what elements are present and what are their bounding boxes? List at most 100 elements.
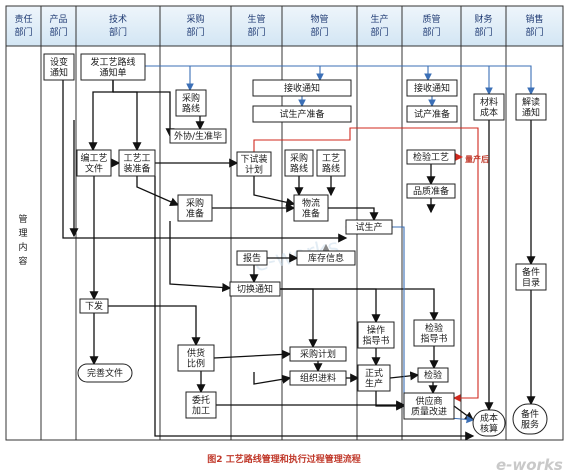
connector — [136, 176, 180, 207]
node-complete-docs: 完善文件 — [77, 363, 133, 383]
node-label: 工艺工 — [123, 153, 150, 164]
connector — [375, 391, 406, 411]
row-label-char: 理 — [18, 228, 27, 239]
connector — [108, 305, 201, 347]
node-label: 试产准备 — [414, 108, 450, 120]
node-inventory-info: 库存信息 — [296, 250, 356, 266]
node-label: 核算 — [480, 422, 498, 434]
node-trial-prep-q: 试产准备 — [406, 105, 458, 123]
node-label: 解读 — [522, 96, 540, 108]
lane-header-prod: 产品 — [49, 13, 67, 25]
node-receive-notice: 接收通知 — [252, 79, 352, 97]
node-label: 备件 — [522, 266, 540, 278]
lane-header-finance: 部门 — [474, 26, 492, 38]
lane-header-quality: 质管 — [422, 13, 440, 25]
node-process-route: 工艺路线 — [316, 149, 346, 177]
node-label: 成本 — [480, 412, 498, 424]
node-label: 比例 — [187, 357, 205, 369]
node-label: 完善文件 — [87, 367, 123, 379]
lane-header-prodmgr: 部门 — [247, 26, 265, 38]
node-label: 采购 — [186, 197, 204, 209]
node-trial-production: 试生产 — [345, 219, 393, 235]
node-label: 采购计划 — [300, 348, 336, 360]
lane-header-sales: 销售 — [525, 13, 543, 25]
node-label: 操作 — [367, 324, 385, 336]
row-label-char: 内 — [18, 241, 27, 253]
node-label: 下发 — [85, 300, 103, 312]
node-label: 量产后 — [465, 154, 489, 164]
lane-header-resp: 部门 — [14, 26, 32, 38]
node-inspect-process: 检验工艺 — [406, 149, 456, 165]
node-label: 供货 — [187, 347, 205, 359]
node-label: 路线 — [322, 162, 340, 174]
lane-header-quality: 部门 — [422, 26, 440, 38]
node-quality-prep: 品质准备 — [406, 183, 456, 199]
connector — [112, 80, 175, 138]
node-outsource-coord: 外协/生准毕 — [169, 128, 227, 144]
lane-header-production: 生产 — [370, 13, 388, 25]
connector — [328, 207, 379, 222]
figure-caption: 图2 工艺路线管理和执行过程管理流程 — [207, 453, 360, 465]
connector — [280, 288, 318, 349]
row-label-char: 管 — [18, 213, 27, 225]
node-label: 指导书 — [420, 332, 447, 344]
node-label: 通知 — [522, 106, 540, 118]
node-label: 接收通知 — [414, 82, 450, 94]
lane-header-material: 部门 — [310, 26, 328, 38]
lane-header-prod: 部门 — [49, 26, 67, 38]
node-label: 切换通知 — [237, 283, 273, 295]
lane-header-purch: 部门 — [186, 26, 204, 38]
node-label: 准备 — [186, 207, 204, 219]
connector — [253, 372, 292, 385]
lane-header-resp: 责任 — [14, 13, 32, 25]
node-label: 通知单 — [99, 66, 126, 78]
node-label: 试生产准备 — [279, 108, 324, 120]
node-label: 物流 — [302, 197, 320, 209]
node-label: 正式 — [365, 367, 383, 379]
node-organize-purchase: 组织进料 — [289, 370, 347, 386]
node-label: 接收通知 — [284, 82, 320, 94]
node-switch-notice: 切换通知 — [229, 281, 281, 297]
node-label: 目录 — [522, 277, 540, 288]
node-label: 加工 — [192, 405, 210, 416]
node-label: 生产 — [365, 377, 383, 389]
node-label: 装准备 — [123, 162, 150, 174]
header-band — [5, 5, 564, 47]
eworks-logo: e-works — [496, 456, 563, 474]
node-label: 品质准备 — [413, 185, 449, 197]
connector — [154, 176, 475, 441]
node-volume-label: 量产后 — [465, 154, 489, 164]
node-label: 委托 — [192, 394, 210, 406]
svg-text:e-works: e-works — [496, 456, 563, 474]
node-label: 设变 — [50, 56, 68, 68]
flow-connectors — [62, 65, 536, 441]
lane-header-production: 部门 — [370, 26, 388, 38]
node-release: 下发 — [79, 298, 109, 314]
node-label: 检验 — [425, 322, 443, 334]
node-label: 报告 — [243, 252, 261, 264]
connector — [253, 127, 479, 402]
flow-nodes: 设变通知发工艺路线通知单接收通知试生产准备接收通知试产准备材料成本解读通知采购路… — [43, 53, 548, 437]
node-label: 备件 — [521, 408, 539, 420]
node-label: 检验 — [424, 369, 442, 381]
lane-header-sales: 部门 — [525, 26, 543, 38]
node-report: 报告 — [236, 250, 268, 266]
